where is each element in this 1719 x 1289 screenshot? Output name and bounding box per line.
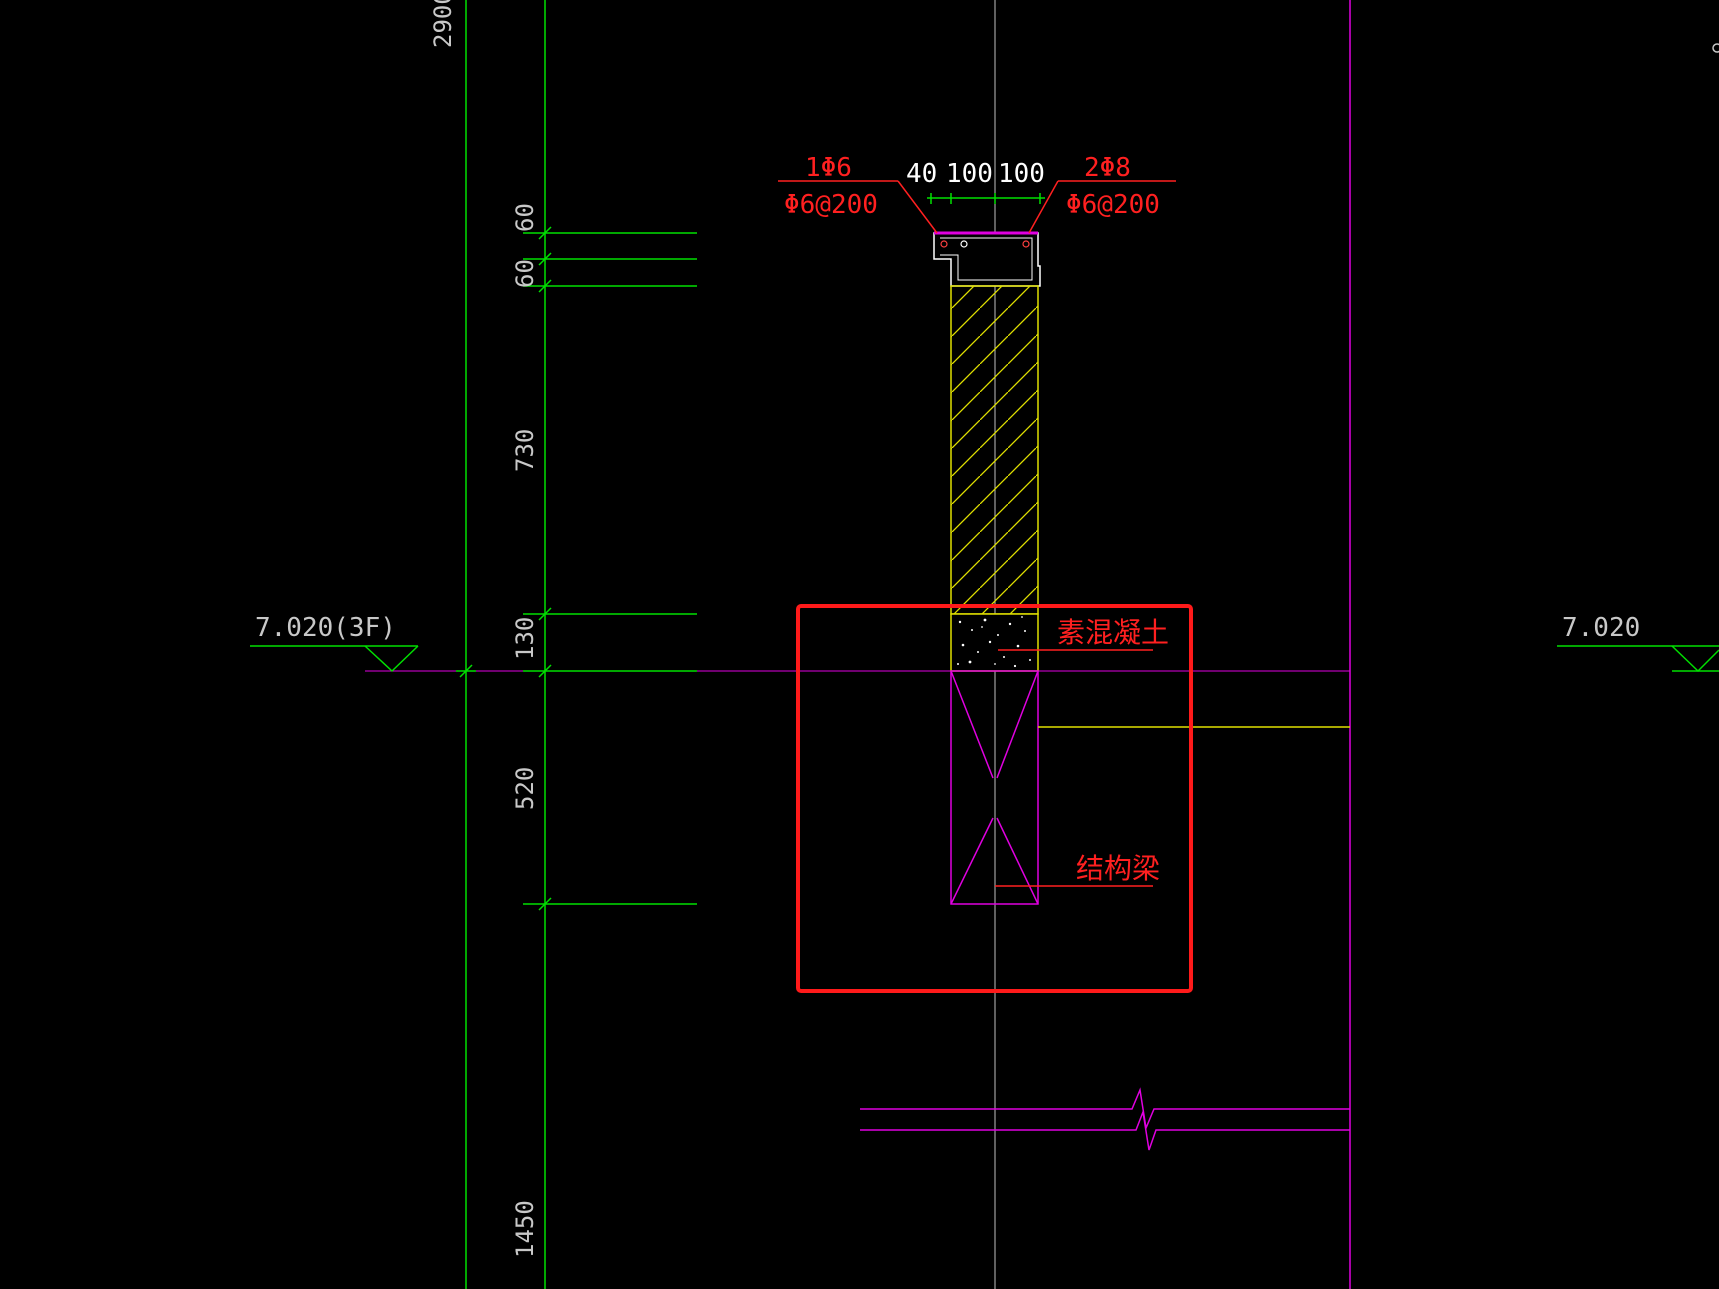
- material-labels: 素混凝土 结构梁: [995, 616, 1169, 887]
- dim-60-a: 60: [511, 203, 539, 232]
- vertical-dimension-texts: 2900 60 60 730 130 520 1450: [429, 0, 539, 1258]
- top-dimensions: 40 100 100: [906, 159, 1045, 204]
- right-leader-diagonal: [1028, 180, 1059, 234]
- level-marker-right: 7.020: [1557, 613, 1719, 673]
- level-left-text: 7.020(3F): [255, 613, 396, 643]
- dim-130: 130: [511, 617, 539, 660]
- concrete-outline: [950, 613, 1039, 672]
- rebar-dot-1: [940, 240, 948, 248]
- plain-concrete-label: 素混凝土: [1057, 616, 1169, 649]
- rebar-annotation-right: 2Φ8 Φ6@200: [1028, 153, 1176, 234]
- beam-diag-3: [950, 817, 994, 905]
- level-left-triangle: [364, 645, 419, 673]
- beam-diag-1: [950, 670, 994, 779]
- dim-1450: 1450: [511, 1200, 539, 1258]
- top-dim-40: 40: [906, 159, 937, 189]
- left-leader-diagonal: [897, 180, 938, 234]
- tick-671: [538, 664, 552, 678]
- slab-top-line: [860, 1087, 1350, 1131]
- rebar-right-bottom: Φ6@200: [1066, 190, 1160, 220]
- rebar-left-top: 1Φ6: [805, 153, 852, 183]
- rebar-annotation-left: 1Φ6 Φ6@200: [778, 153, 938, 234]
- concrete-speckles: [957, 616, 1031, 668]
- highlight-box: [796, 604, 1193, 993]
- slab-break: [860, 1087, 1350, 1151]
- beam-outline: [950, 670, 1039, 905]
- dim-730: 730: [511, 429, 539, 472]
- tick-overall: [459, 664, 473, 678]
- rebar-dot-3: [1022, 240, 1030, 248]
- beam-diag-2: [996, 670, 1039, 779]
- level-right-text: 7.020: [1562, 613, 1640, 643]
- coping-cap: [933, 231, 1041, 287]
- level-marker-left: 7.020(3F): [250, 613, 419, 673]
- structural-beam-label: 结构梁: [1076, 852, 1160, 885]
- wall-hatched-body: [950, 285, 1039, 615]
- rebar-dot-2: [960, 240, 968, 248]
- coping-stirrup: [940, 237, 1033, 281]
- dim-2900: 2900: [429, 0, 457, 48]
- masonry-wall: [950, 285, 1039, 615]
- rebar-left-bottom: Φ6@200: [784, 190, 878, 220]
- coping-outline: [933, 232, 1041, 287]
- top-dim-100a: 100: [946, 159, 993, 189]
- edge-fragment: [1712, 43, 1719, 53]
- tick-904: [538, 897, 552, 911]
- slab-bottom-line: [860, 1109, 1350, 1151]
- edge-fragment-mark: [1712, 43, 1719, 53]
- dim-520: 520: [511, 767, 539, 810]
- tick-286: [538, 279, 552, 293]
- tick-233: [538, 226, 552, 240]
- tick-614: [538, 607, 552, 621]
- top-dim-100b: 100: [998, 159, 1045, 189]
- dimension-ticks: [456, 226, 697, 911]
- beam-diag-4: [996, 817, 1039, 905]
- plain-concrete-strip: [950, 613, 1039, 672]
- dim-60-b: 60: [511, 259, 539, 288]
- tick-259: [538, 252, 552, 266]
- structural-beam: [950, 670, 1039, 905]
- rebar-right-top: 2Φ8: [1084, 153, 1131, 183]
